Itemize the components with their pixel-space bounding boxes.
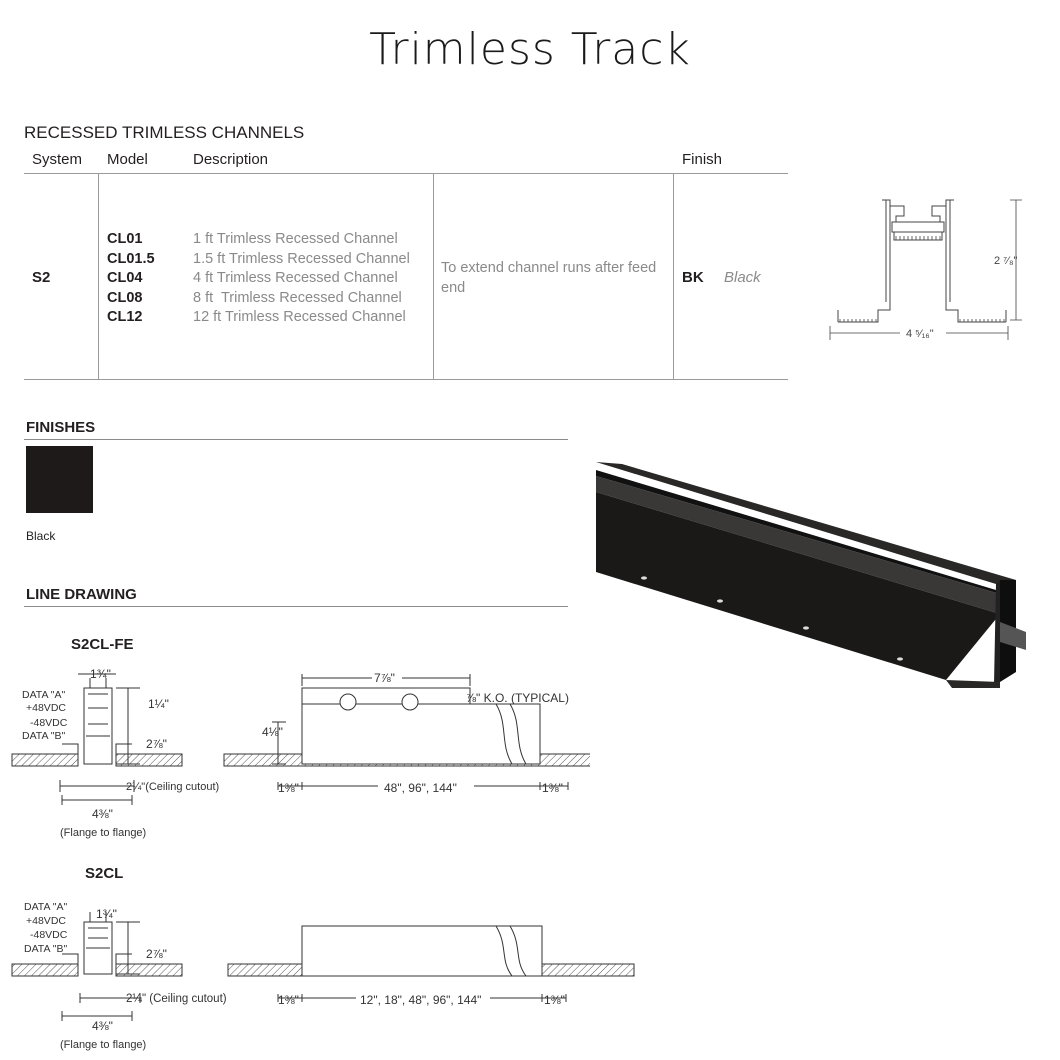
model-description: 1.5 ft Trimless Recessed Channel	[193, 250, 410, 267]
cl-cutout: 2¼" (Ceiling cutout)	[126, 993, 227, 1005]
section-heading-line-drawing: LINE DRAWING	[26, 586, 137, 603]
cl-wire-labels: DATA "A" +48VDC -48VDC DATA "B"	[24, 901, 68, 955]
model-code: CL04	[107, 270, 143, 287]
cl-lengths: 12", 18", 48", 96", 144"	[360, 993, 481, 1007]
channel-product-image	[596, 462, 1026, 688]
wire-label: +48VDC	[26, 915, 66, 927]
wire-label: -48VDC	[30, 929, 68, 941]
wire-label: +48VDC	[26, 702, 66, 714]
model-code: CL01.5	[107, 250, 155, 267]
cl-end-right: 1⅜"	[544, 993, 565, 1007]
channel-note: To extend channel runs after feed end	[441, 260, 657, 296]
column-header-system: System	[32, 151, 83, 168]
column-header-description: Description	[193, 151, 269, 168]
fe-end-left: 1⅜"	[278, 781, 299, 795]
finishes-rule	[24, 439, 568, 440]
drawing-title-cl: S2CL	[85, 865, 124, 882]
finish-swatch-black	[26, 446, 93, 513]
wire-label: DATA "B"	[22, 730, 66, 742]
model-description: 1 ft Trimless Recessed Channel	[193, 231, 398, 247]
cl-flange-dim: 4⅜"	[92, 1019, 113, 1033]
column-header-model: Model	[107, 151, 148, 168]
drawing-s2cl: DATA "A" +48VDC -48VDC DATA "B" 1¾" 2⅞" …	[11, 901, 635, 1051]
cl-end-left: 1⅜"	[278, 993, 299, 1007]
fe-dim-top: 1¾"	[90, 667, 111, 681]
model-description: 12 ft Trimless Recessed Channel	[193, 309, 406, 326]
model-list: CL01 CL01.5 CL04 CL08 CL12	[107, 230, 155, 328]
finish-code: BK	[682, 269, 704, 286]
profile-width-dimension: 4 ⁵⁄₁₆"	[906, 328, 934, 340]
finish-swatch-label: Black	[26, 529, 56, 543]
fe-lengths: 48", 96", 144"	[384, 781, 457, 795]
fe-flange-label: (Flange to flange)	[60, 827, 146, 839]
model-code: CL08	[107, 289, 143, 306]
finish-name: Black	[724, 269, 761, 286]
model-description: 4 ft Trimless Recessed Channel	[193, 270, 398, 287]
fe-dim-h: 2⅞"	[146, 737, 167, 751]
drawing-s2cl-fe: DATA "A" +48VDC -48VDC DATA "B" 1¾" 1¼" …	[11, 667, 590, 839]
model-code: CL01	[107, 231, 143, 247]
cl-flange-label: (Flange to flange)	[60, 1039, 146, 1051]
wire-label: -48VDC	[30, 717, 68, 729]
fe-dim-a: 1¼"	[148, 697, 169, 711]
cl-dim-h: 2⅞"	[146, 947, 167, 961]
description-list: 1 ft Trimless Recessed Channel 1.5 ft Tr…	[193, 230, 410, 328]
wire-label: DATA "A"	[22, 689, 66, 701]
system-code: S2	[32, 269, 51, 286]
wire-label: DATA "B"	[24, 943, 68, 955]
fe-wire-labels: DATA "A" +48VDC -48VDC DATA "B"	[22, 689, 68, 742]
fe-cutout: 2¼"(Ceiling cutout)	[126, 781, 219, 793]
table-top-rule	[24, 173, 788, 174]
cl-dim-top: 1¾"	[96, 907, 117, 921]
model-code: CL12	[107, 309, 143, 326]
profile-section-drawing: 2 ⁷⁄₈" 4 ⁵⁄₁₆"	[829, 199, 1022, 340]
model-description: 8 ft Trimless Recessed Channel	[193, 289, 402, 306]
table-bottom-rule	[24, 379, 788, 380]
table-divider	[673, 174, 674, 379]
drawing-title-fe: S2CL-FE	[71, 636, 134, 653]
fe-flange-dim: 4⅜"	[92, 807, 113, 821]
fe-box-height: 4⅛"	[262, 725, 283, 739]
fe-end-right: 1⅜"	[542, 781, 563, 795]
column-header-finish: Finish	[682, 151, 723, 168]
line-drawing-rule	[24, 606, 568, 607]
wire-label: DATA "A"	[24, 901, 68, 913]
section-heading-finishes: FINISHES	[26, 419, 96, 436]
fe-ko-label: ⅞" K.O. (TYPICAL)	[466, 691, 569, 705]
profile-height-dimension: 2 ⁷⁄₈"	[994, 255, 1018, 267]
page-title: Trimless Track	[369, 24, 691, 75]
section-heading-channels: RECESSED TRIMLESS CHANNELS	[24, 123, 305, 142]
table-divider	[98, 174, 99, 379]
table-divider	[433, 174, 434, 379]
fe-box-width: 7⅞"	[374, 671, 395, 685]
